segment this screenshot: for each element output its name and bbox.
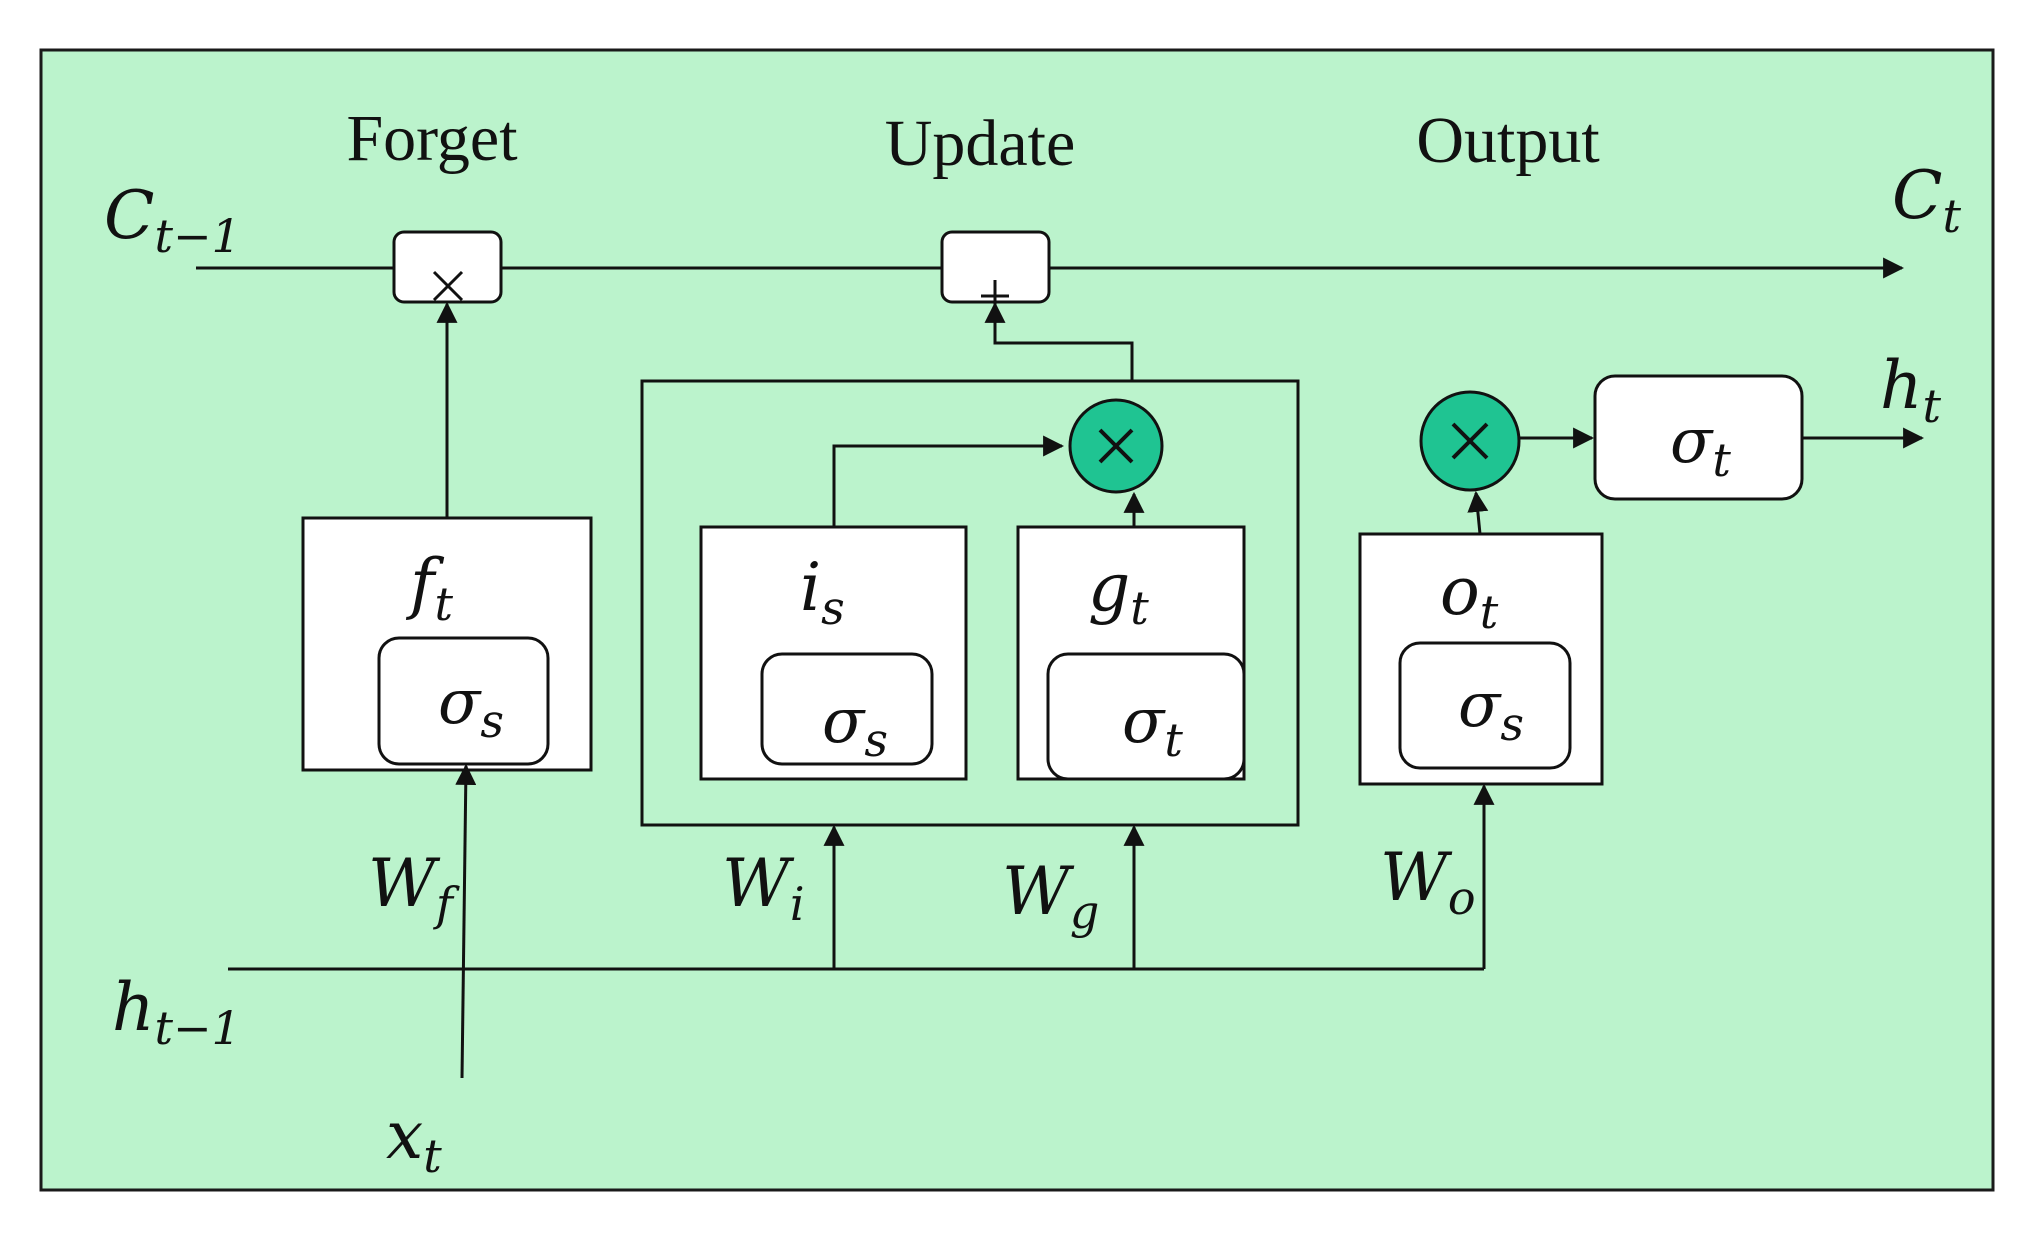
c-prev-label: Ct−1: [104, 177, 241, 263]
h-out-label: ht: [1880, 347, 1942, 433]
input-to-multiply-arrow: [832, 435, 1065, 527]
candidate-gate-activation-box: [1046, 652, 1246, 781]
h-prev-label: ht−1: [112, 969, 241, 1055]
multiply-icon: [1451, 422, 1489, 460]
input-weight-label: Wi: [722, 845, 805, 931]
output-weight-label: Wo: [1380, 839, 1476, 925]
update-to-add-arrow: [984, 301, 1134, 381]
forget-multiply-node: [392, 230, 503, 304]
output-activation-label: σs: [1458, 668, 1524, 751]
candidate-weight-label: Wg: [1002, 853, 1099, 939]
candidate-gate-label: gt: [1088, 549, 1149, 635]
candidate-activation-label: σt: [1122, 684, 1183, 767]
stage-output-label: Output: [1416, 104, 1599, 177]
stage-update-label: Update: [885, 107, 1076, 180]
output-gate-label: ot: [1440, 553, 1499, 639]
input-gate-label: is: [800, 549, 845, 635]
final-activation-label: σt: [1670, 404, 1731, 487]
stage-forget-label: Forget: [346, 102, 517, 175]
forget-activation-label: σs: [438, 665, 504, 748]
c-out-label: Ct: [1892, 157, 1962, 243]
output-gate-to-multiply-arrow: [1467, 490, 1489, 535]
forget-weight-label: Wf: [368, 845, 460, 931]
input-gate-activation-box: [760, 652, 934, 766]
input-activation-label: σs: [822, 684, 888, 767]
x-input-arrow: [455, 763, 477, 1079]
multiply-icon: [432, 270, 464, 302]
output-gate-activation-box: [1398, 641, 1572, 770]
x-input-label: xt: [386, 1097, 442, 1183]
multiply-icon: [1098, 428, 1134, 464]
